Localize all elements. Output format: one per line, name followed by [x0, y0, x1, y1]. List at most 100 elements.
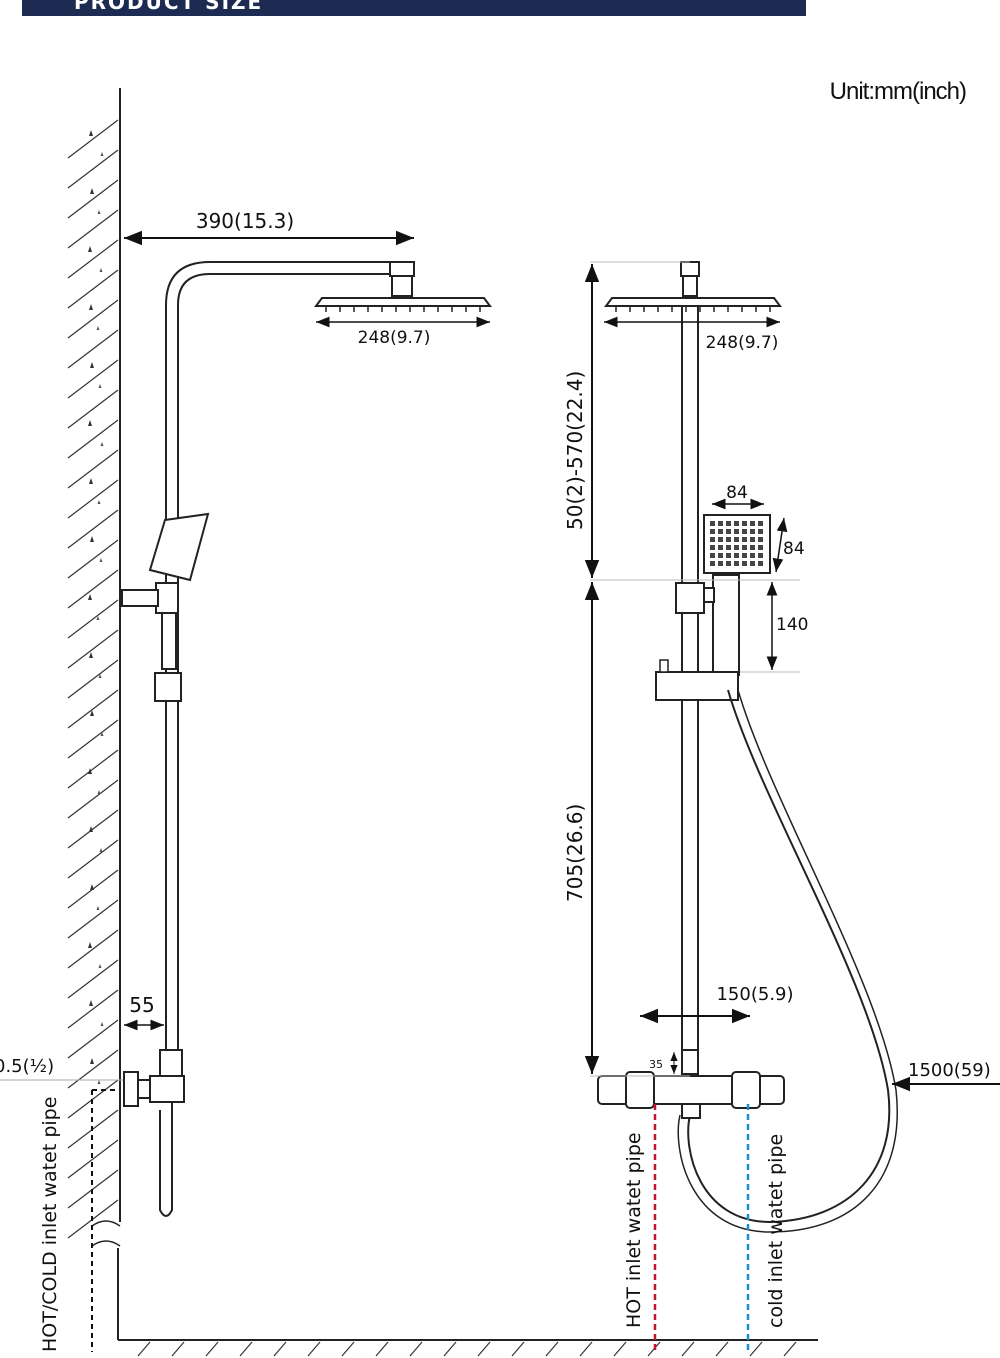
wall-hatch-line: [67, 959, 119, 999]
wall-hatch-line: [67, 899, 119, 939]
hand-shower-hole: [718, 561, 723, 566]
floor-hatch-line: [205, 1341, 219, 1357]
hand-shower-hole: [758, 561, 763, 566]
floor-hatch-line: [239, 1341, 253, 1357]
hand-shower-hole: [750, 545, 755, 550]
wall-hatch-line: [67, 569, 119, 609]
wall-texture-dot: [99, 558, 103, 562]
hand-shower-hole: [718, 553, 723, 558]
dim-front-head-label: 248(9.7): [706, 333, 779, 353]
hand-shower-hole: [734, 521, 739, 526]
dim-holder-height-label: 140: [776, 615, 808, 635]
side-hand-shower: [148, 512, 210, 582]
wall-texture-dot: [89, 826, 93, 832]
dim-side-head-label: 248(9.7): [358, 328, 431, 348]
wall-hatch-line: [67, 749, 119, 789]
hand-shower-hole: [742, 545, 747, 550]
wall-hatch-line: [67, 1019, 119, 1059]
floor-hatch-line: [171, 1341, 185, 1357]
wall-texture-dot: [96, 616, 100, 620]
floor-hatch-line: [545, 1341, 559, 1357]
front-head-neck: [682, 275, 698, 297]
wall-hatch-line: [67, 1139, 119, 1179]
wall-hatch-line: [67, 839, 119, 879]
wall-texture-dot: [89, 130, 93, 136]
floor-hatch-line: [613, 1341, 627, 1357]
dim-hose-length-label: 1500(59): [908, 1060, 991, 1081]
floor-hatch-line: [341, 1341, 355, 1357]
front-hose-outlet: [681, 1103, 701, 1119]
hand-shower-hole: [742, 561, 747, 566]
front-head-nozzles: [615, 306, 771, 312]
side-inlet-pipe: [91, 1089, 118, 1352]
wall-hatch-line: [67, 479, 119, 519]
wall-texture-dot: [100, 1022, 104, 1026]
wall-texture-dot: [100, 152, 104, 156]
side-head-neck: [391, 275, 413, 297]
wall-hatch-line: [67, 779, 119, 819]
hand-shower-hole: [718, 521, 723, 526]
hand-shower-hole: [742, 537, 747, 542]
hand-shower-hole: [742, 529, 747, 534]
hand-shower-hole: [726, 537, 731, 542]
side-inlet-label: HOT/COLD inlet watet pipe: [39, 1097, 61, 1352]
wall-texture-dot: [97, 210, 101, 214]
dim-lower-height-label: 705(26.6): [563, 804, 587, 902]
hand-shower-hole: [750, 561, 755, 566]
hand-shower-hole: [718, 537, 723, 542]
hand-shower-grid: [710, 521, 763, 566]
hand-shower-hole: [758, 553, 763, 558]
side-mixer-neck: [137, 1079, 151, 1099]
floor-hatch-line: [273, 1341, 287, 1357]
side-wall-bracket: [121, 589, 159, 607]
wall-texture-dot: [89, 652, 93, 658]
wall-hatch-line: [67, 419, 119, 459]
front-holder: [675, 582, 705, 614]
wall-texture-dot: [90, 188, 94, 194]
hand-shower-hole: [710, 545, 715, 550]
wall-hatch-line: [67, 989, 119, 1029]
wall-hatch-line: [67, 329, 119, 369]
front-view: 248(9.7) 50(2)-570(22.4) 705(26.6) 84 84…: [563, 261, 1000, 1350]
wall-texture-dot: [88, 420, 92, 426]
side-head-nozzles: [325, 306, 481, 312]
hand-shower-hole: [718, 529, 723, 534]
hand-shower-hole: [710, 561, 715, 566]
hand-shower-hole: [710, 529, 715, 534]
hand-shower-hole: [758, 545, 763, 550]
side-mixer-body: [149, 1075, 185, 1103]
front-head-connector: [680, 261, 700, 277]
wall-hatch-line: [67, 1049, 119, 1089]
hand-shower-hole: [750, 553, 755, 558]
side-view: 390(15.3) 248(9.7) 55 0.5(½) HOT/COLD in…: [0, 88, 818, 1357]
front-cold-knob: [731, 1071, 761, 1109]
hand-shower-hole: [750, 537, 755, 542]
side-head-connector: [389, 261, 415, 277]
floor-hatch-line: [443, 1341, 457, 1357]
floor-hatch-line: [579, 1341, 593, 1357]
wall-hatch-line: [67, 389, 119, 429]
hand-shower-hole: [734, 553, 739, 558]
wall-texture-dot: [96, 906, 100, 910]
side-valve-stem: [159, 1049, 183, 1077]
wall-hatch-line: [67, 659, 119, 699]
side-hose: [159, 1080, 173, 1217]
front-handle: [712, 574, 740, 676]
side-slider: [154, 672, 182, 702]
floor-hatch-line: [783, 1341, 797, 1357]
floor-hatch-line: [511, 1341, 525, 1357]
hand-shower-hole: [734, 529, 739, 534]
wall-hatch-line: [67, 509, 119, 549]
side-shower-head: [314, 297, 492, 307]
wall-texture-dot: [100, 442, 104, 446]
floor-hatch-line: [307, 1341, 321, 1357]
wall-texture-dot: [99, 268, 103, 272]
floor-hatch-line: [749, 1341, 763, 1357]
dim-inlet-size-label: 0.5(½): [0, 1056, 54, 1077]
front-shower-head: [604, 297, 782, 307]
hand-shower-hole: [758, 537, 763, 542]
hand-shower-hole: [758, 529, 763, 534]
front-slider: [655, 671, 739, 701]
wall-hatch-line: [67, 299, 119, 339]
dim-handshower-depth: [772, 517, 788, 573]
